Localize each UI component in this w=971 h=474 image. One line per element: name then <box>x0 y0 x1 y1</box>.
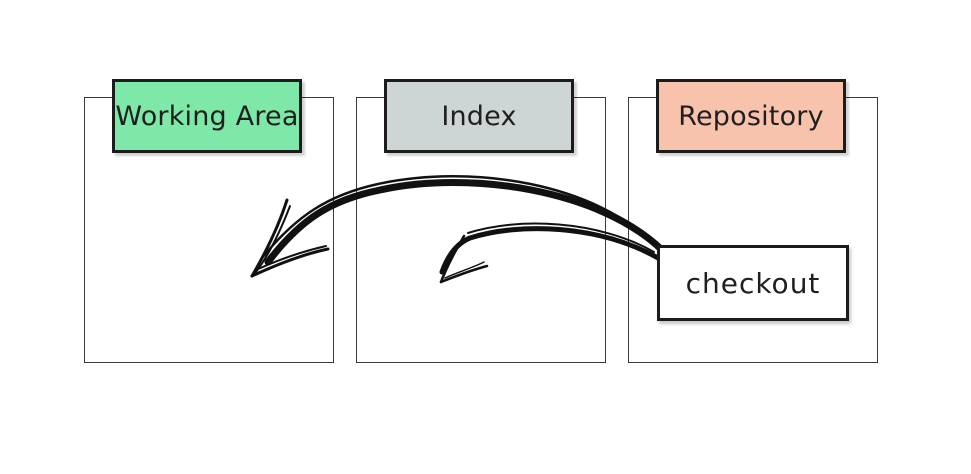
checkout-command-box: checkout <box>657 245 849 321</box>
index-label: Index <box>384 79 574 153</box>
working-area-label: Working Area <box>112 79 302 153</box>
repository-label: Repository <box>656 79 846 153</box>
